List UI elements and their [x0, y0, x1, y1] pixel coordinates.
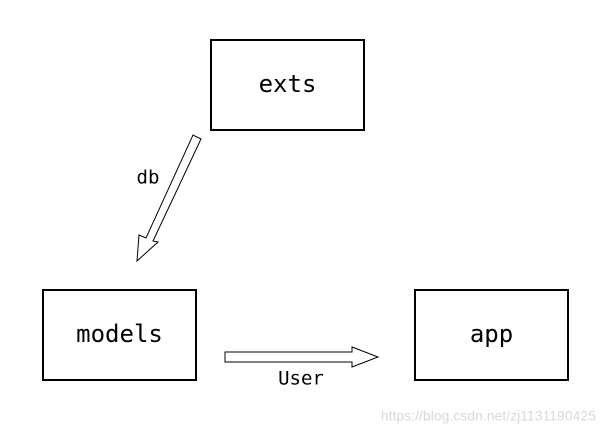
- node-models-box: [42, 289, 197, 381]
- node-app-box: [414, 289, 569, 381]
- edge-exts-to-models: db: [136, 134, 202, 263]
- node-models: models: [42, 289, 197, 381]
- node-exts: exts: [210, 39, 365, 131]
- edge-label-user: User: [278, 368, 324, 390]
- node-exts-label: exts: [259, 70, 317, 98]
- node-exts-box: [210, 39, 365, 131]
- node-models-label: models: [76, 320, 163, 348]
- node-app: app: [414, 289, 569, 381]
- arrow-models-to-app: [224, 346, 380, 368]
- edge-models-to-app: User: [224, 346, 380, 390]
- watermark-text: https://blog.csdn.net/zj1131190425: [381, 408, 596, 424]
- arrow-exts-to-models: [136, 134, 202, 263]
- edge-label-db: db: [137, 167, 160, 189]
- node-app-label: app: [470, 320, 513, 348]
